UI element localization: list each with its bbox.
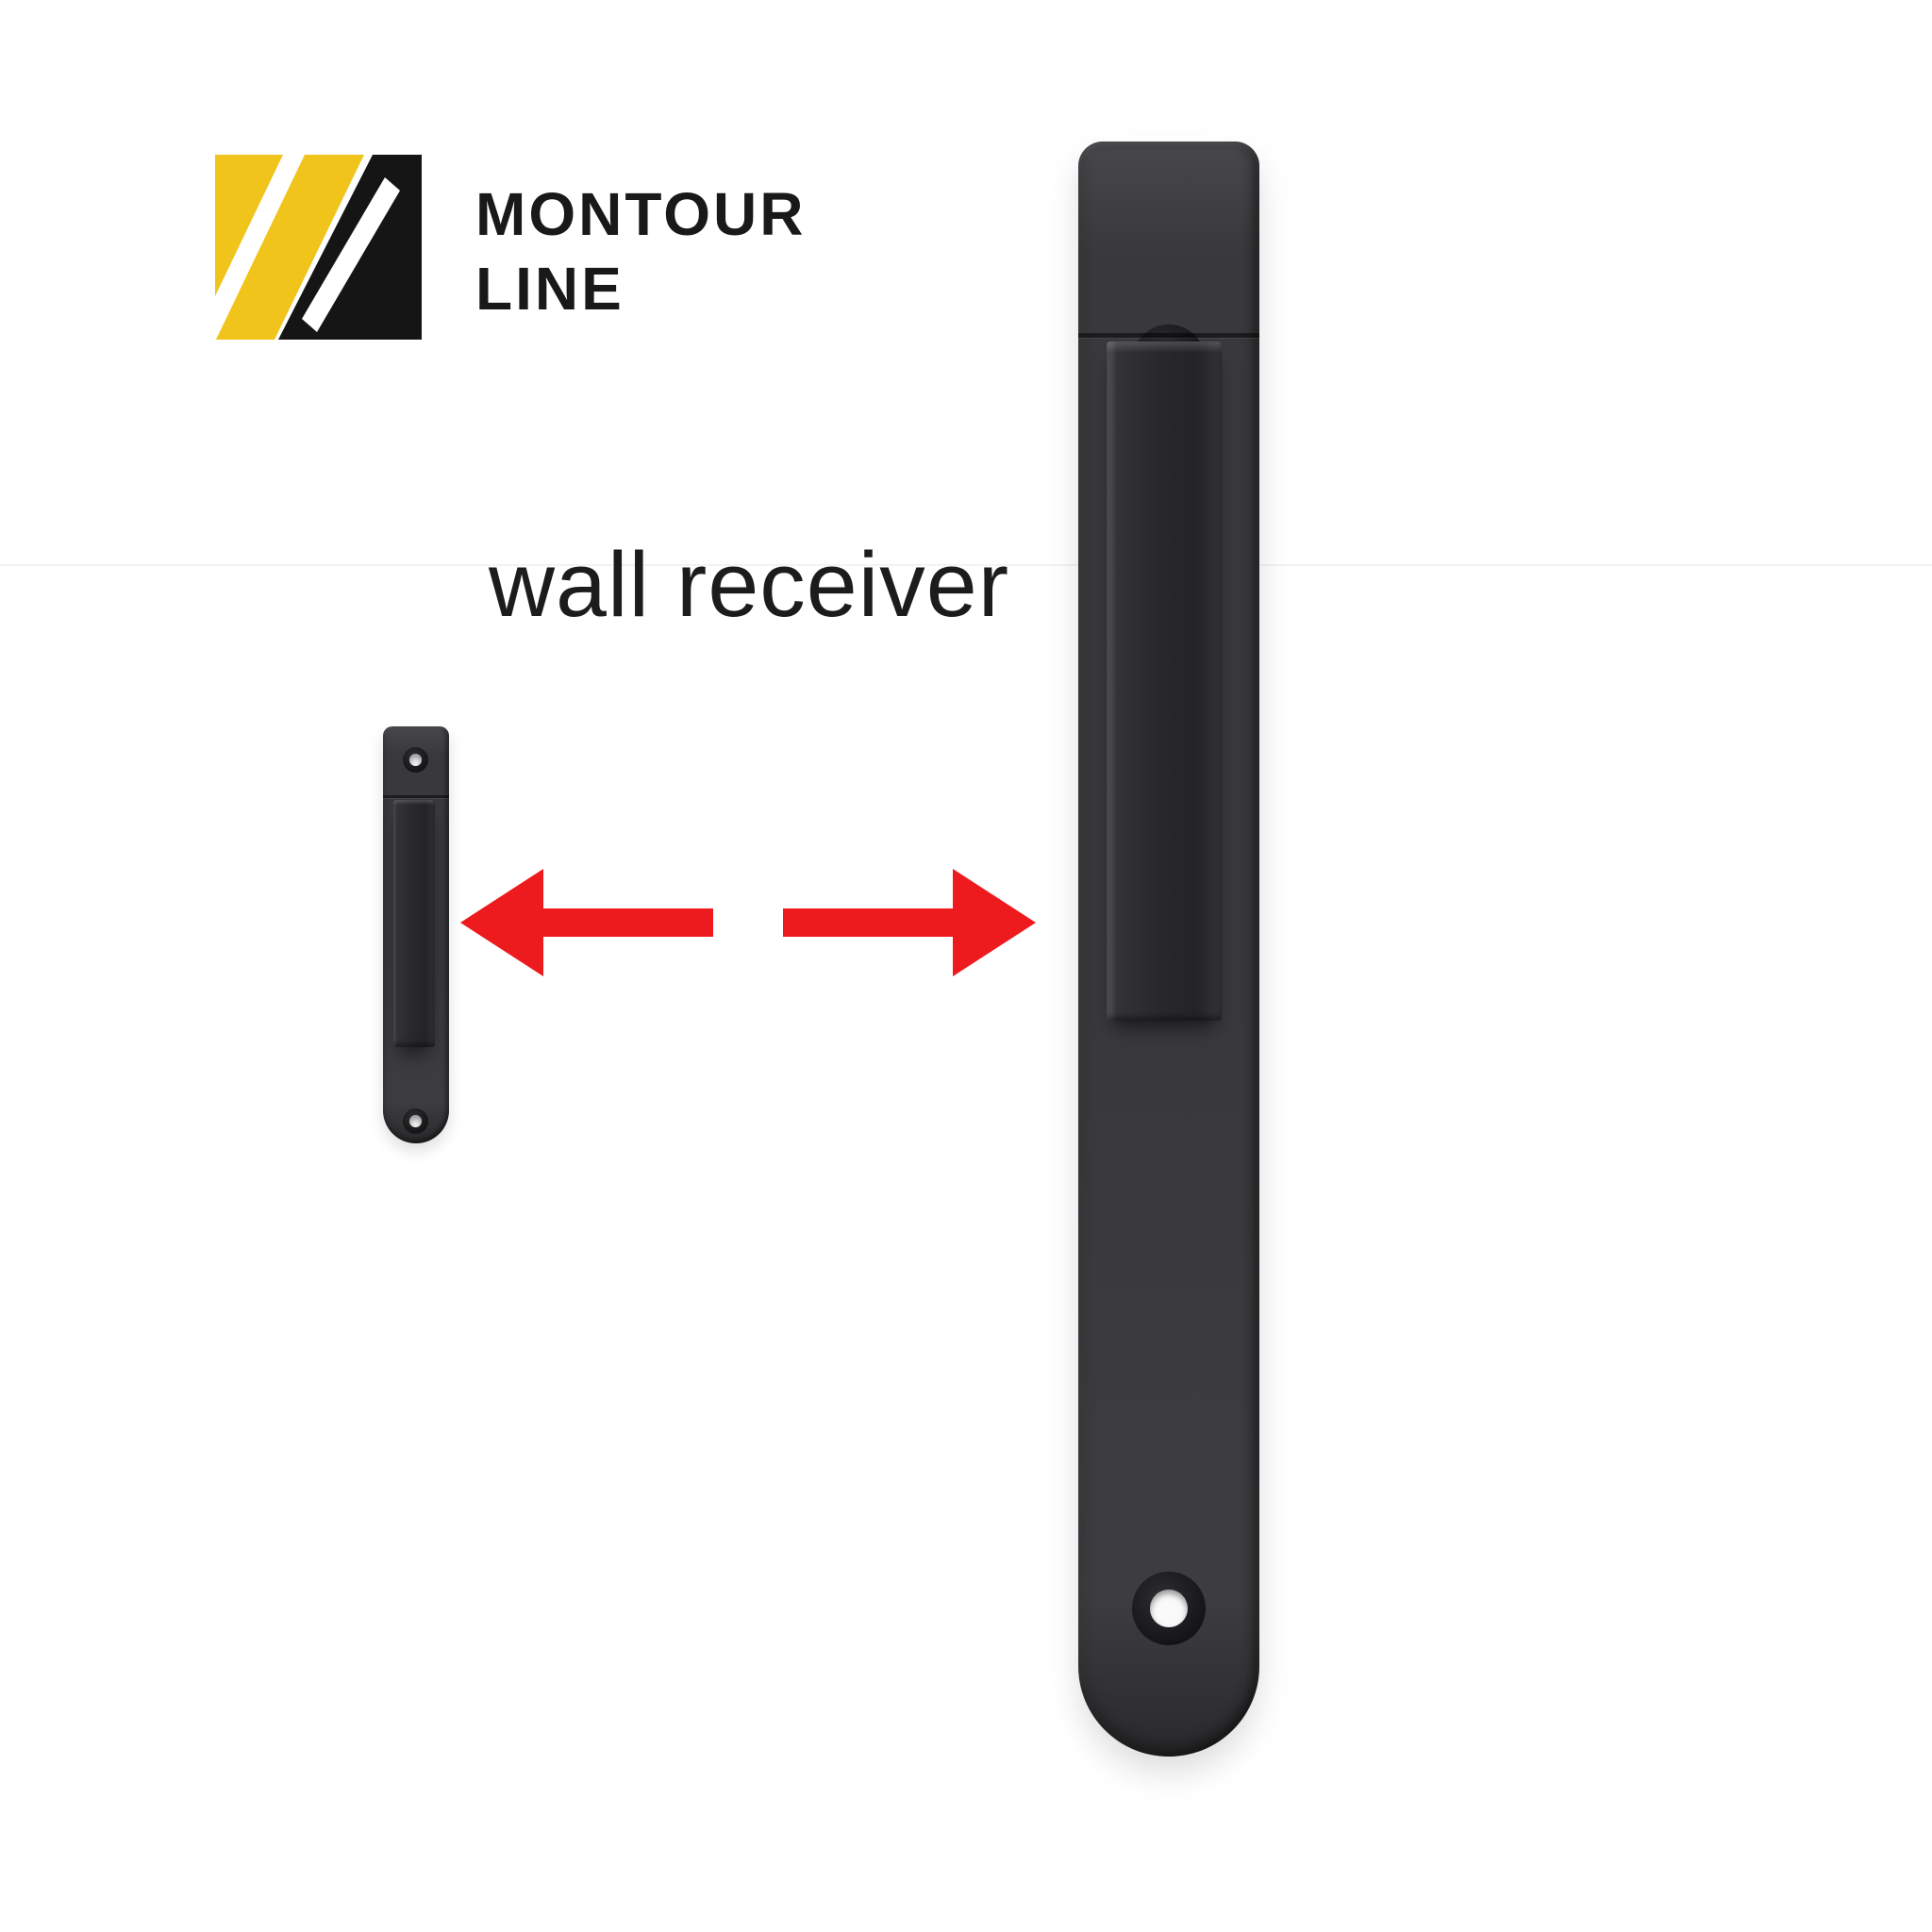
latch-block [393,800,435,1047]
logo-yellow-shape [215,155,364,340]
screw-hole-top [403,747,428,773]
logo-mark-icon [215,155,422,341]
montour-line-logo-icon [215,153,423,341]
photo-seam-line [0,564,1932,566]
brand-name-line1: MONTOUR [475,180,807,248]
arrow-left-icon [457,852,717,993]
groove-line [383,795,449,798]
screw-hole-bottom [403,1108,428,1134]
groove-line [1078,333,1259,338]
brand-name: MONTOUR LINE [475,177,806,327]
wall-receiver-small [383,726,449,1143]
brand-name-line2: LINE [475,255,625,324]
caption-wall-receiver: wall receiver [488,533,1010,636]
wall-receiver-large [1078,142,1259,1757]
arrow-right-icon [783,852,1040,993]
logo-black-slit [302,177,400,332]
arrow-left-shape [460,869,713,976]
arrow-right-shape [783,869,1036,976]
latch-block [1107,341,1222,1021]
screw-hole-bottom [1132,1572,1206,1645]
logo-yellow-slit [215,155,305,341]
